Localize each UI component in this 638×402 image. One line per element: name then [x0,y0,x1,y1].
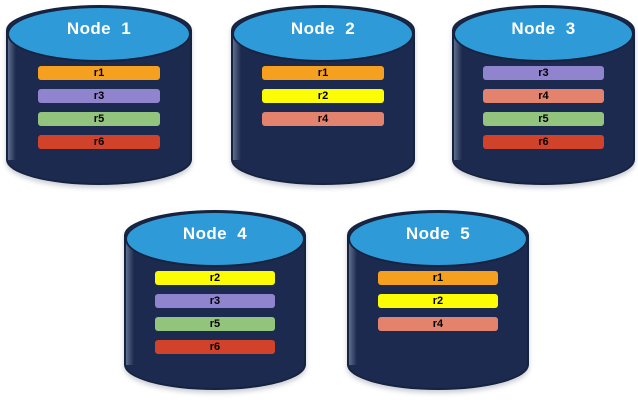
replica-list: r2 r3 r5 r6 [124,271,306,354]
replica-bar: r2 [377,294,499,308]
replica-list: r1 r2 r4 [231,66,415,126]
node-cylinder-1: Node 1 r1 r3 r5 r6 [6,5,192,185]
replica-bar: r5 [37,112,161,126]
replica-bar: r3 [154,294,276,308]
node-cylinder-4: Node 4 r2 r3 r5 r6 [124,210,306,390]
node-label: Node 5 [405,224,471,243]
replica-bar: r4 [377,317,499,331]
replica-bar: r5 [483,112,604,126]
replica-bar: r6 [154,340,276,354]
cylinder-top-ellipse [232,6,414,62]
node-cylinder-3: Node 3 r3 r4 r5 r6 [452,5,635,185]
node-label: Node 4 [182,224,248,243]
node-label: Node 1 [66,19,132,38]
replica-bar: r1 [37,66,161,80]
cylinder-top-ellipse [125,211,305,267]
replica-bar: r3 [483,66,604,80]
replica-bar: r4 [262,112,384,126]
replica-bar: r2 [154,271,276,285]
replica-bar: r1 [262,66,384,80]
replica-bar: r1 [377,271,499,285]
node-cylinder-2: Node 2 r1 r2 r4 [231,5,415,185]
node-label: Node 2 [290,19,356,38]
cylinder-top-ellipse [7,6,191,62]
node-cylinder-5: Node 5 r1 r2 r4 [347,210,529,390]
replica-list: r3 r4 r5 r6 [452,66,635,149]
replica-bar: r6 [483,135,604,149]
replica-list: r1 r2 r4 [347,271,529,331]
replica-bar: r4 [483,89,604,103]
cylinder-top-ellipse [348,211,528,267]
replica-bar: r6 [37,135,161,149]
replica-bar: r2 [262,89,384,103]
replica-bar: r3 [37,89,161,103]
node-label: Node 3 [511,19,576,38]
replica-list: r1 r3 r5 r6 [6,66,192,149]
cylinder-top-ellipse [453,6,634,62]
replica-bar: r5 [154,317,276,331]
